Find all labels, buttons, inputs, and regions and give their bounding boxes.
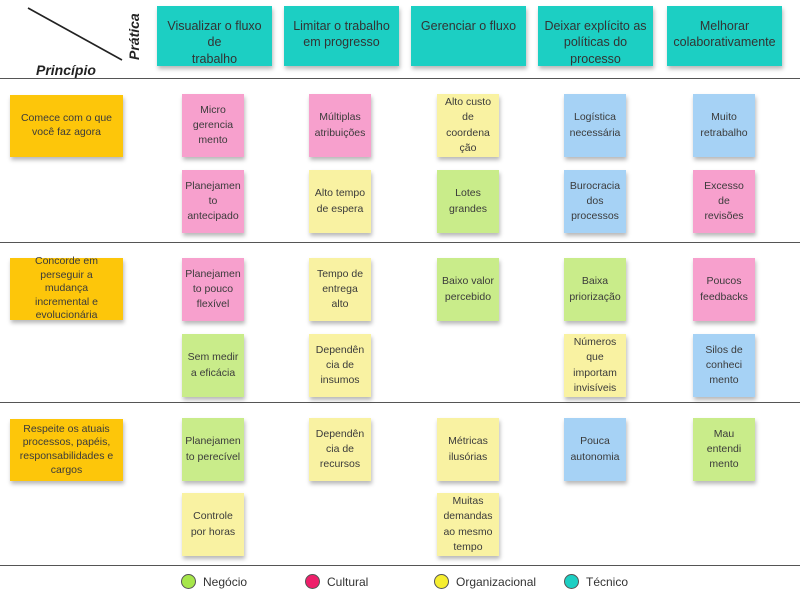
sticky-note: Burocracia dos processos (564, 170, 626, 233)
sticky-note: Lotes grandes (437, 170, 499, 233)
sticky-note: Baixo valor percebido (437, 258, 499, 321)
principle-note: Comece com o que você faz agora (10, 95, 123, 157)
sticky-note: Poucos feedbacks (693, 258, 755, 321)
sticky-note: Muito retrabalho (693, 94, 755, 157)
practice-header: Melhorar colaborativamente (667, 6, 782, 66)
sticky-note: Muitas demandas ao mesmo tempo (437, 493, 499, 556)
sticky-note: Planejamen to perecível (182, 418, 244, 481)
sticky-note: Alto tempo de espera (309, 170, 371, 233)
legend-item: Técnico (564, 574, 628, 589)
sticky-note: Mau entendi mento (693, 418, 755, 481)
sticky-note: Micro gerencia mento (182, 94, 244, 157)
sticky-note: Baixa priorização (564, 258, 626, 321)
divider-line (0, 78, 800, 79)
sticky-note: Planejamen to pouco flexível (182, 258, 244, 321)
practice-axis-label: Prática (126, 13, 142, 60)
sticky-note: Logística necessária (564, 94, 626, 157)
sticky-note: Métricas ilusórias (437, 418, 499, 481)
sticky-note: Tempo de entrega alto (309, 258, 371, 321)
legend-item: Cultural (305, 574, 368, 589)
sticky-note: Pouca autonomia (564, 418, 626, 481)
sticky-note: Múltiplas atribuições (309, 94, 371, 157)
legend-item: Organizacional (434, 574, 536, 589)
principle-axis-label: Princípio (36, 62, 96, 78)
sticky-note: Números que importam invisíveis (564, 334, 626, 397)
sticky-note: Excesso de revisões (693, 170, 755, 233)
sticky-note: Silos de conheci mento (693, 334, 755, 397)
legend-label: Técnico (586, 574, 629, 589)
practice-header: Gerenciar o fluxo (411, 6, 526, 66)
legend-dot-icon (564, 574, 579, 589)
sticky-note: Planejamen to antecipado (182, 170, 244, 233)
divider-line (0, 565, 800, 566)
practice-header: Deixar explícito as políticas do process… (538, 6, 653, 66)
legend-dot-icon (181, 574, 196, 589)
practice-header: Visualizar o fluxo de trabalho (157, 6, 272, 66)
sticky-note: Alto custo de coordena ção (437, 94, 499, 157)
legend-label: Negócio (203, 574, 248, 589)
divider-line (0, 402, 800, 403)
sticky-note: Dependên cia de recursos (309, 418, 371, 481)
legend-item: Negócio (181, 574, 247, 589)
legend-label: Organizacional (456, 574, 537, 589)
sticky-note: Sem medir a eficácia (182, 334, 244, 397)
legend-label: Cultural (327, 574, 369, 589)
sticky-note: Controle por horas (182, 493, 244, 556)
principle-note: Respeite os atuais processos, papéis, re… (10, 419, 123, 481)
practice-header: Limitar o trabalho em progresso (284, 6, 399, 66)
divider-line (0, 242, 800, 243)
legend-dot-icon (305, 574, 320, 589)
legend-dot-icon (434, 574, 449, 589)
principle-note: Concorde em perseguir a mudança incremen… (10, 255, 123, 321)
sticky-note: Dependên cia de insumos (309, 334, 371, 397)
